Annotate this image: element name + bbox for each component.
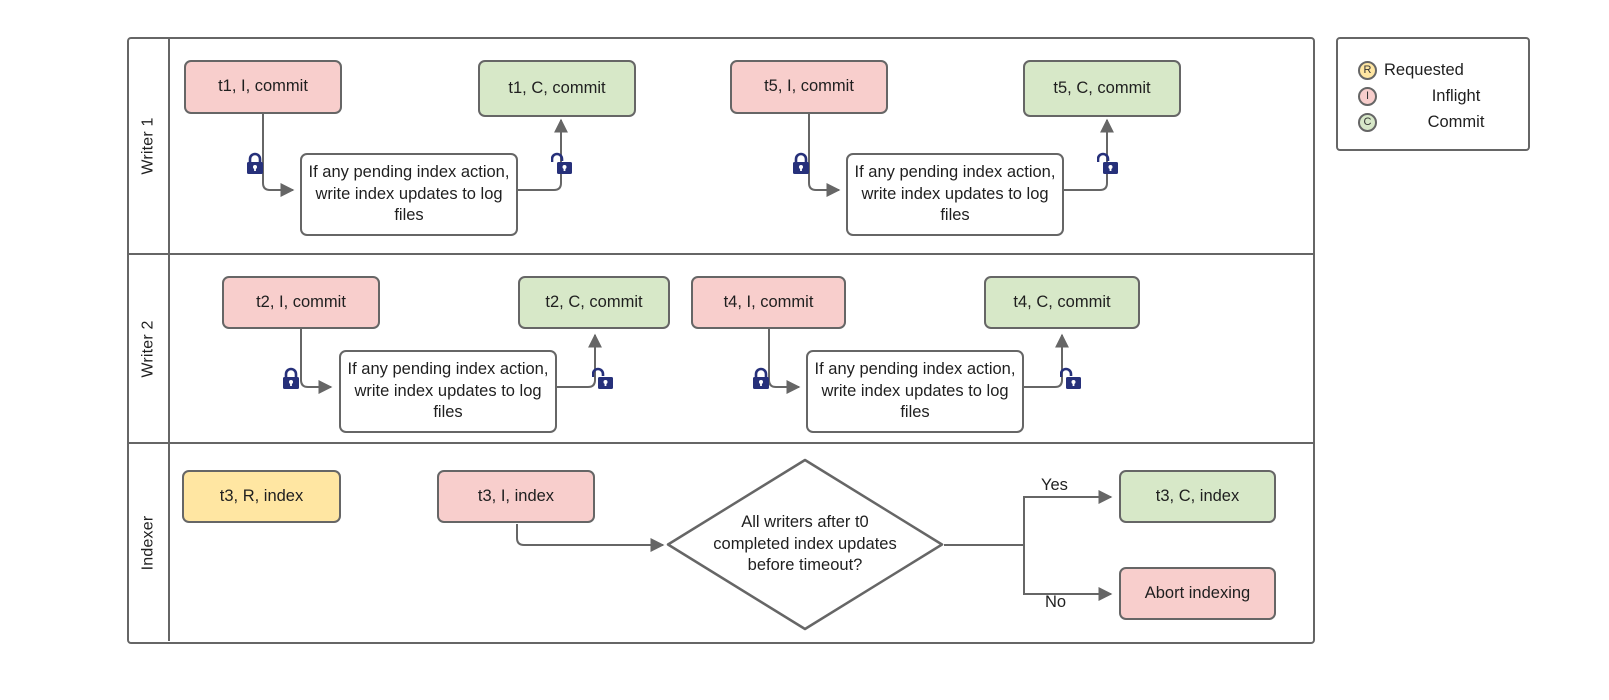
- legend-label-commit: Commit: [1427, 112, 1485, 131]
- node-label: t1, C, commit: [508, 78, 606, 97]
- lock-closed-icon: [244, 152, 266, 176]
- lane-header-writer-2: Writer 2: [129, 255, 170, 442]
- legend-badge-letter: I: [1365, 90, 1370, 102]
- legend-item-requested: R Requested: [1338, 57, 1528, 83]
- node-ix-abort[interactable]: Abort indexing: [1119, 567, 1276, 620]
- node-w2-t4-inflight[interactable]: t4, I, commit: [691, 276, 846, 329]
- node-w2-process-a[interactable]: If any pending index action, write index…: [339, 350, 557, 433]
- node-w1-t5-commit[interactable]: t5, C, commit: [1023, 60, 1181, 117]
- legend-panel: R Requested I Inflight C Commit: [1336, 37, 1530, 151]
- legend-badge-letter: R: [1363, 64, 1372, 76]
- lock-closed-icon: [750, 367, 772, 391]
- lock-open-icon: [1060, 367, 1082, 391]
- node-label: t4, C, commit: [1013, 292, 1111, 311]
- legend-item-commit: C Commit: [1338, 109, 1528, 135]
- legend-item-inflight: I Inflight: [1338, 83, 1528, 109]
- node-label: If any pending index action, write index…: [814, 359, 1016, 422]
- node-label: t2, I, commit: [256, 292, 346, 311]
- legend-badge-commit-icon: C: [1358, 112, 1377, 132]
- edge-label-yes: Yes: [1041, 476, 1068, 494]
- node-ix-t3-requested[interactable]: t3, R, index: [182, 470, 341, 523]
- lane-indexer: Indexer: [129, 444, 1313, 641]
- node-w1-process-a[interactable]: If any pending index action, write index…: [300, 153, 518, 236]
- lane-writer-1: Writer 1: [129, 39, 1313, 255]
- node-label: Abort indexing: [1144, 583, 1251, 602]
- lane-writer-2: Writer 2: [129, 255, 1313, 444]
- node-label: t2, C, commit: [545, 292, 643, 311]
- node-ix-t3-commit[interactable]: t3, C, index: [1119, 470, 1276, 523]
- node-label: t1, I, commit: [218, 77, 308, 96]
- node-label: t3, R, index: [219, 486, 304, 505]
- node-label: t5, I, commit: [764, 77, 854, 96]
- node-ix-decision[interactable]: All writers after t0 completed index upd…: [665, 457, 945, 632]
- lane-label-indexer: Indexer: [139, 515, 157, 570]
- node-label: If any pending index action, write index…: [308, 162, 510, 225]
- edge-label-no: No: [1045, 593, 1067, 611]
- node-w2-t4-commit[interactable]: t4, C, commit: [984, 276, 1140, 329]
- lane-header-writer-1: Writer 1: [129, 39, 170, 253]
- node-ix-t3-inflight[interactable]: t3, I, index: [437, 470, 595, 523]
- lock-open-icon: [551, 152, 573, 176]
- lane-label-writer-1: Writer 1: [139, 117, 157, 175]
- node-w1-t1-commit[interactable]: t1, C, commit: [478, 60, 636, 117]
- node-label: t3, C, index: [1155, 486, 1240, 505]
- legend-label-requested: Requested: [1384, 60, 1464, 79]
- node-label: t4, I, commit: [723, 292, 814, 311]
- lock-closed-icon: [790, 152, 812, 176]
- node-w1-t1-inflight[interactable]: t1, I, commit: [184, 60, 342, 114]
- node-w1-t5-inflight[interactable]: t5, I, commit: [730, 60, 888, 114]
- legend-badge-inflight-icon: I: [1358, 86, 1377, 106]
- legend-badge-letter: C: [1363, 116, 1372, 128]
- node-w1-process-b[interactable]: If any pending index action, write index…: [846, 153, 1064, 236]
- node-w2-t2-commit[interactable]: t2, C, commit: [518, 276, 670, 329]
- lock-open-icon: [1097, 152, 1119, 176]
- legend-label-inflight: Inflight: [1431, 86, 1481, 105]
- lane-header-indexer: Indexer: [129, 444, 170, 641]
- lock-closed-icon: [280, 367, 302, 391]
- node-label: If any pending index action, write index…: [854, 162, 1056, 225]
- legend-badge-requested-icon: R: [1358, 60, 1377, 80]
- node-label: t3, I, index: [477, 486, 555, 505]
- lock-open-icon: [592, 367, 614, 391]
- lane-label-writer-2: Writer 2: [139, 319, 157, 378]
- node-w2-process-b[interactable]: If any pending index action, write index…: [806, 350, 1024, 433]
- node-w2-t2-inflight[interactable]: t2, I, commit: [222, 276, 380, 329]
- node-label: If any pending index action, write index…: [347, 359, 549, 422]
- node-label: t5, C, commit: [1053, 78, 1151, 97]
